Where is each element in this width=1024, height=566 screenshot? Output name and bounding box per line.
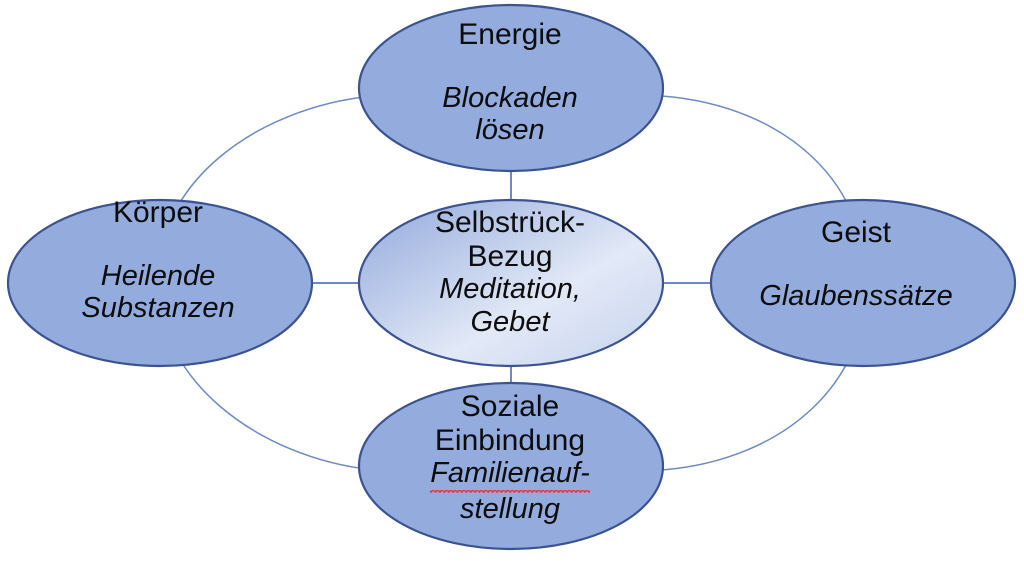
node-ellipse-soziale-einbindung[interactable]	[357, 381, 665, 551]
node-ellipse-selbstrueckbezug[interactable]	[357, 198, 665, 368]
node-ellipse-koerper[interactable]	[6, 198, 314, 368]
node-ellipse-geist[interactable]	[709, 198, 1017, 368]
node-ellipse-energie[interactable]	[357, 3, 665, 173]
